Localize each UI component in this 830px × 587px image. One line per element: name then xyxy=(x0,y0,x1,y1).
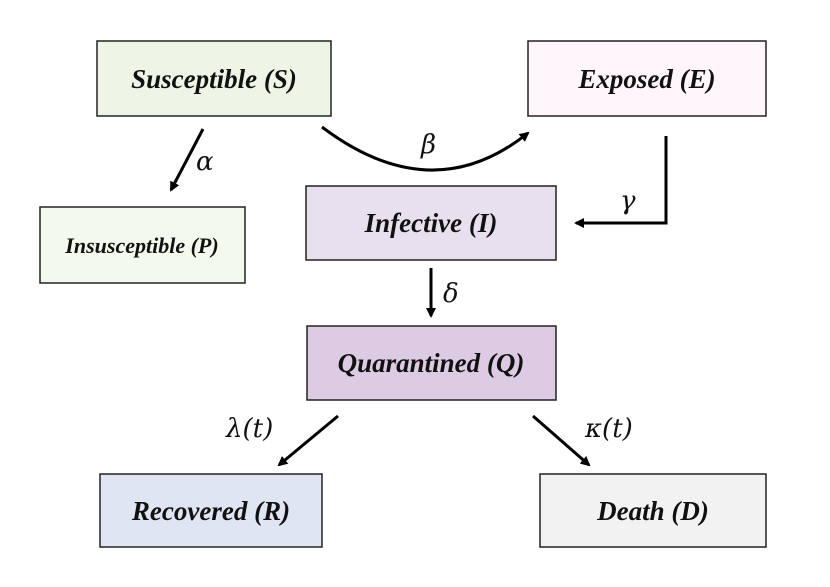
rate-delta: δ xyxy=(443,279,459,309)
arrow-quarantined-to-recovered xyxy=(277,414,339,467)
susceptible-box xyxy=(96,40,332,117)
quarantined-box xyxy=(306,325,557,401)
arrow-exposed-to-infective xyxy=(574,136,668,228)
infective-label: Infective (I) xyxy=(364,208,498,238)
susceptible-label: Susceptible (S) xyxy=(131,64,297,94)
rate-gamma: γ xyxy=(620,186,636,216)
recovered-box xyxy=(99,473,323,548)
rate-beta: β xyxy=(420,130,436,160)
exposed-box xyxy=(527,40,767,117)
insusceptible-box xyxy=(39,206,246,284)
infective-box xyxy=(305,185,557,261)
death-label: Death (D) xyxy=(596,496,709,526)
arrow-susceptible-to-exposed xyxy=(321,125,530,172)
rate-lambda: λ(t) xyxy=(225,414,273,444)
death-box xyxy=(539,473,767,548)
insusceptible-label: Insusceptible (P) xyxy=(64,233,218,258)
arrow-susceptible-to-insusceptible xyxy=(169,128,205,192)
rate-kappa: κ(t) xyxy=(584,414,633,444)
arrow-quarantined-to-death xyxy=(532,414,591,467)
quarantined-label: Quarantined (Q) xyxy=(338,348,525,378)
recovered-label: Recovered (R) xyxy=(131,496,290,526)
rate-alpha: α xyxy=(196,147,214,177)
exposed-label: Exposed (E) xyxy=(577,64,715,94)
